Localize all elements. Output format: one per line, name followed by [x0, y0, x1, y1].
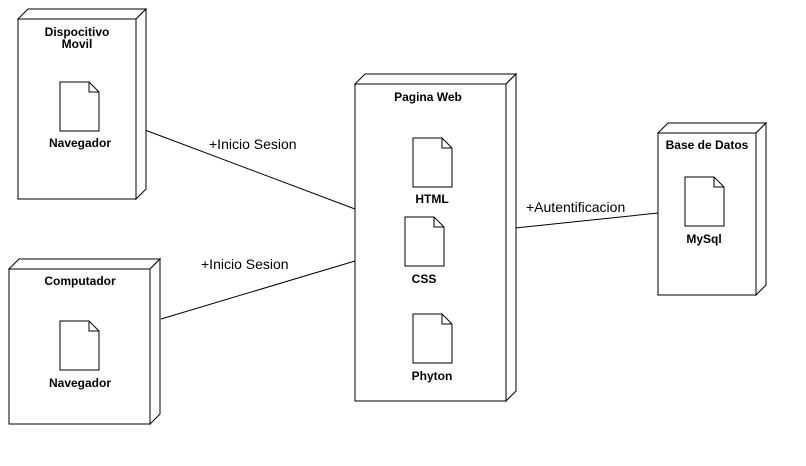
connection-label-computer-web: +Inicio Sesion: [201, 256, 289, 272]
node-computer[interactable]: Computador Navegador: [7, 257, 162, 426]
artifact-document-icon[interactable]: [412, 137, 453, 188]
node-title-line2: Movil: [62, 37, 93, 51]
artifact-document-icon[interactable]: [684, 176, 725, 227]
connection-computer-web[interactable]: [160, 260, 356, 320]
artifact-label-phyton: Phyton: [412, 369, 453, 383]
node-title: Pagina Web: [394, 90, 462, 104]
node-web-page[interactable]: Pagina Web HTML CSS Phyton: [353, 72, 518, 403]
node-title: Base de Datos: [666, 138, 749, 152]
connection-label-web-db: +Autentificacion: [526, 199, 625, 215]
connection-web-db[interactable]: [505, 212, 659, 230]
connection-mobile-web[interactable]: [144, 129, 356, 210]
artifact-label: Navegador: [49, 376, 111, 390]
artifact-label: Navegador: [49, 136, 111, 150]
artifact-document-icon[interactable]: [59, 81, 100, 132]
artifact-label: MySql: [686, 232, 721, 246]
artifact-document-icon[interactable]: [59, 320, 100, 371]
artifact-document-icon[interactable]: [404, 216, 445, 267]
node-mobile-device[interactable]: Dispocitivo Movil Navegador: [16, 7, 148, 201]
artifact-document-icon[interactable]: [412, 313, 453, 364]
artifact-label-html: HTML: [415, 192, 448, 206]
artifact-label-css: CSS: [412, 272, 437, 286]
connection-label-mobile-web: +Inicio Sesion: [209, 136, 297, 152]
node-title-line1: Dispocitivo: [45, 25, 110, 39]
node-title: Computador: [44, 274, 116, 288]
node-database[interactable]: Base de Datos MySql: [656, 121, 768, 297]
